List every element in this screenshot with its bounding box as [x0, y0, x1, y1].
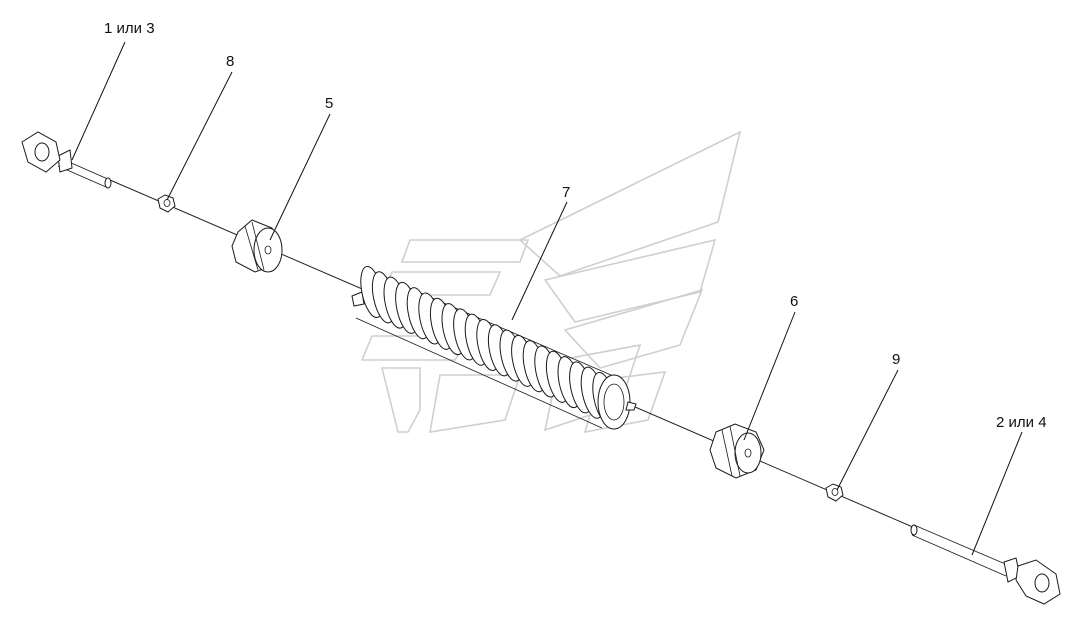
eye-bolt-left [21, 131, 112, 189]
callout-label-bushing-right: 6 [790, 293, 798, 310]
nut-right [825, 483, 844, 502]
callout-label-bushing-left: 5 [325, 95, 333, 112]
callout-label-nut-left: 8 [226, 53, 234, 70]
callout-label-spring: 7 [562, 184, 570, 201]
leader-line-bolt-right [971, 431, 1023, 556]
leader-line-nut-left [166, 71, 233, 201]
callout-label-bolt-left: 1 или 3 [104, 20, 155, 37]
leader-line-bushing-right [743, 311, 796, 441]
bushing-right [709, 423, 765, 479]
leader-line-bolt-left [71, 41, 126, 161]
leader-line-spring [511, 201, 568, 321]
coil-spring [351, 265, 637, 430]
leader-line-nut-right [836, 369, 899, 491]
bushing-left [231, 219, 283, 273]
callout-label-bolt-right: 2 или 4 [996, 414, 1047, 431]
eye-bolt-right [910, 524, 1061, 605]
leader-line-bushing-left [269, 113, 331, 241]
nut-left [157, 194, 176, 213]
callout-label-nut-right: 9 [892, 351, 900, 368]
